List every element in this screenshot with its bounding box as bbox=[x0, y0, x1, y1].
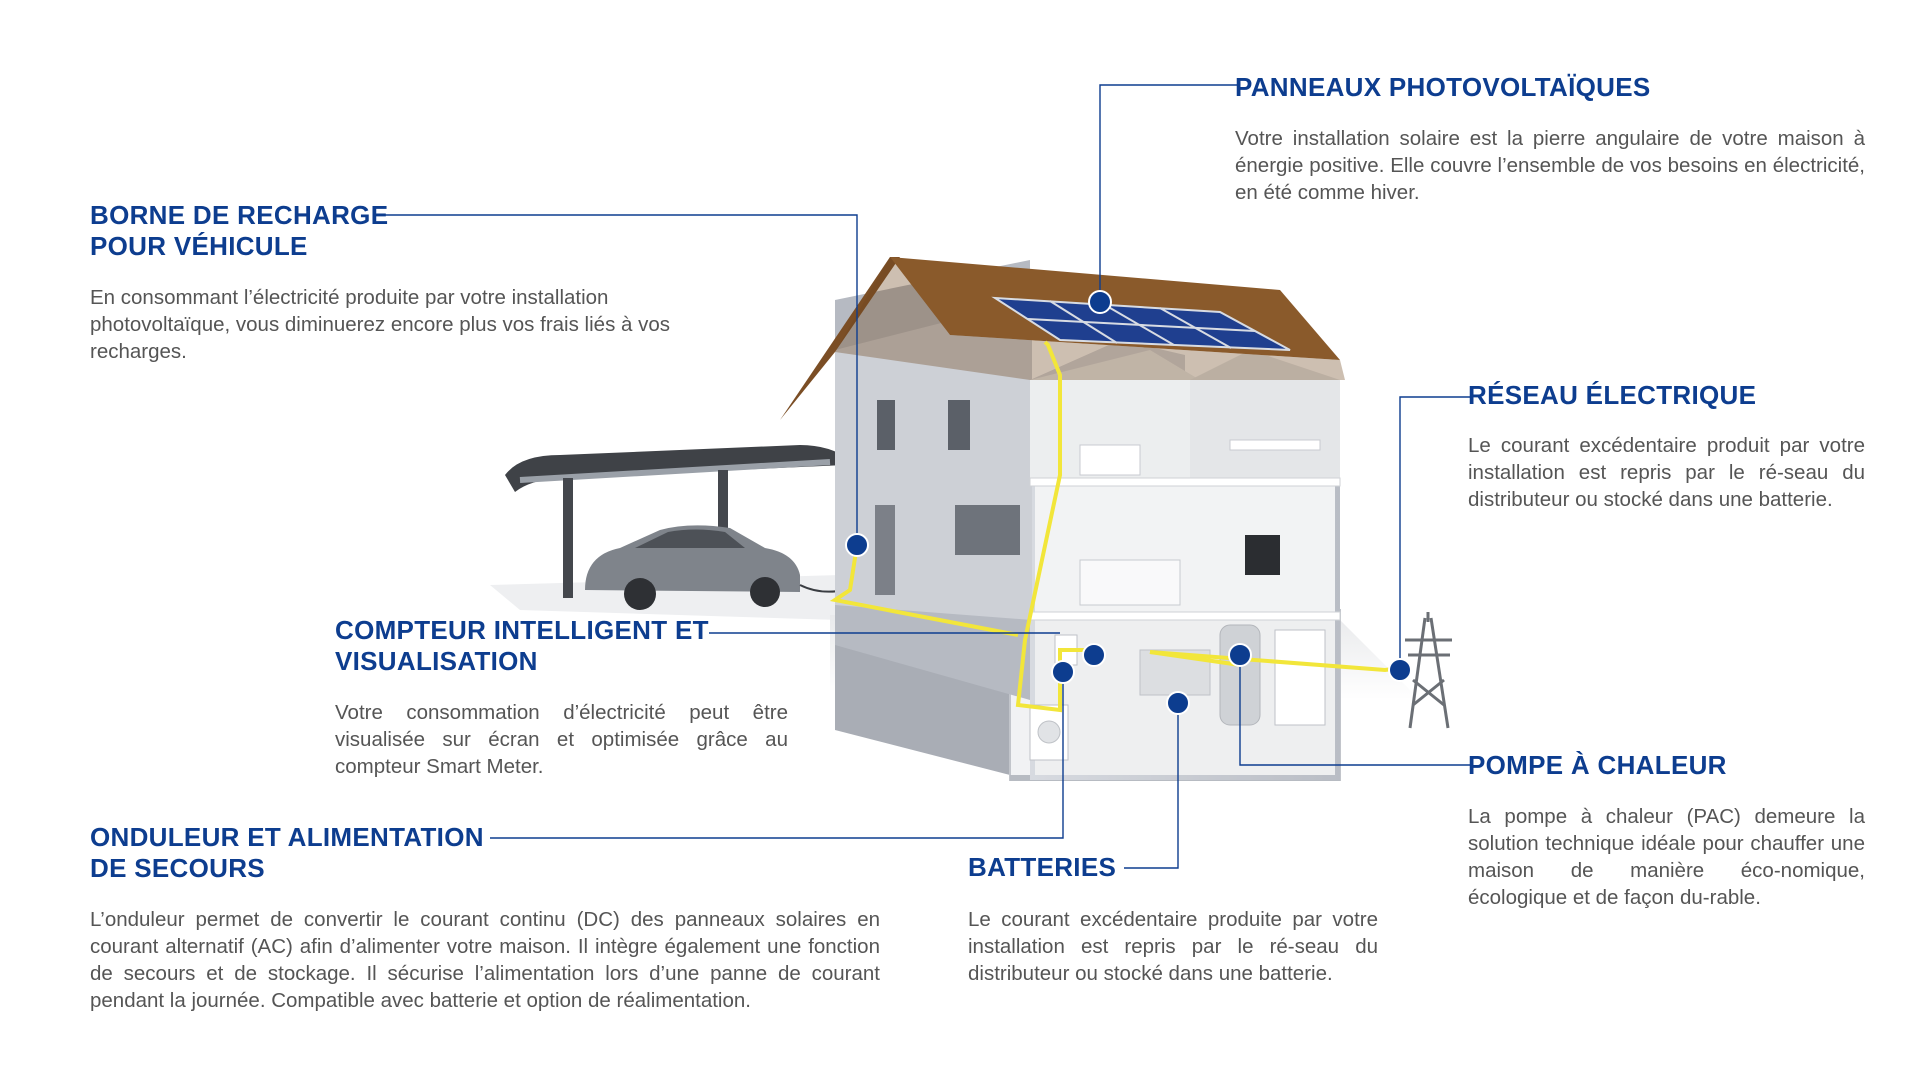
batteries-title: BATTERIES bbox=[968, 852, 1117, 882]
onduleur-title-line2: DE SECOURS bbox=[90, 853, 265, 883]
house-body bbox=[835, 260, 1341, 780]
marker-reseau bbox=[1388, 658, 1412, 682]
marker-compteur bbox=[1082, 643, 1106, 667]
onduleur-text: L’onduleur permet de convertir le couran… bbox=[90, 908, 880, 1012]
borne-text: En consommant l’électricité produite par… bbox=[90, 286, 671, 363]
wiring bbox=[829, 340, 1401, 713]
solar-panels bbox=[991, 296, 1291, 351]
marker-onduleur bbox=[1051, 660, 1075, 684]
compteur-title: COMPTEUR INTELLIGENT ET VISUALISATION bbox=[335, 615, 709, 677]
compteur-title-line1: COMPTEUR INTELLIGENT ET bbox=[335, 615, 709, 645]
markers bbox=[845, 290, 1412, 715]
pompe-text: La pompe à chaleur (PAC) demeure la solu… bbox=[1468, 805, 1865, 909]
panneaux-title: PANNEAUX PHOTOVOLTAÏQUES bbox=[1235, 72, 1651, 102]
borne-title-line2: POUR VÉHICULE bbox=[90, 231, 308, 261]
marker-pompe bbox=[1228, 643, 1252, 667]
marker-borne bbox=[845, 533, 869, 557]
compteur-text: Votre consommation d’électricité peut êt… bbox=[335, 701, 788, 778]
pompe-title: POMPE À CHALEUR bbox=[1468, 750, 1727, 780]
onduleur-title: ONDULEUR ET ALIMENTATION DE SECOURS bbox=[90, 822, 484, 884]
batteries-text: Le courant excédentaire produite par vot… bbox=[968, 908, 1378, 985]
onduleur-title-line1: ONDULEUR ET ALIMENTATION bbox=[90, 822, 484, 852]
panneaux-text: Votre installation solaire est la pierre… bbox=[1235, 127, 1865, 204]
borne-title: BORNE DE RECHARGE POUR VÉHICULE bbox=[90, 200, 388, 262]
car bbox=[585, 525, 846, 610]
power-pylon bbox=[1405, 612, 1452, 729]
leader-lines bbox=[382, 84, 1470, 869]
compteur-title-line2: VISUALISATION bbox=[335, 646, 538, 676]
marker-panneaux bbox=[1088, 290, 1112, 314]
reseau-title: RÉSEAU ÉLECTRIQUE bbox=[1468, 380, 1757, 410]
reseau-text: Le courant excédentaire produit par votr… bbox=[1468, 434, 1865, 511]
marker-batteries bbox=[1166, 691, 1190, 715]
borne-title-line1: BORNE DE RECHARGE bbox=[90, 200, 389, 230]
